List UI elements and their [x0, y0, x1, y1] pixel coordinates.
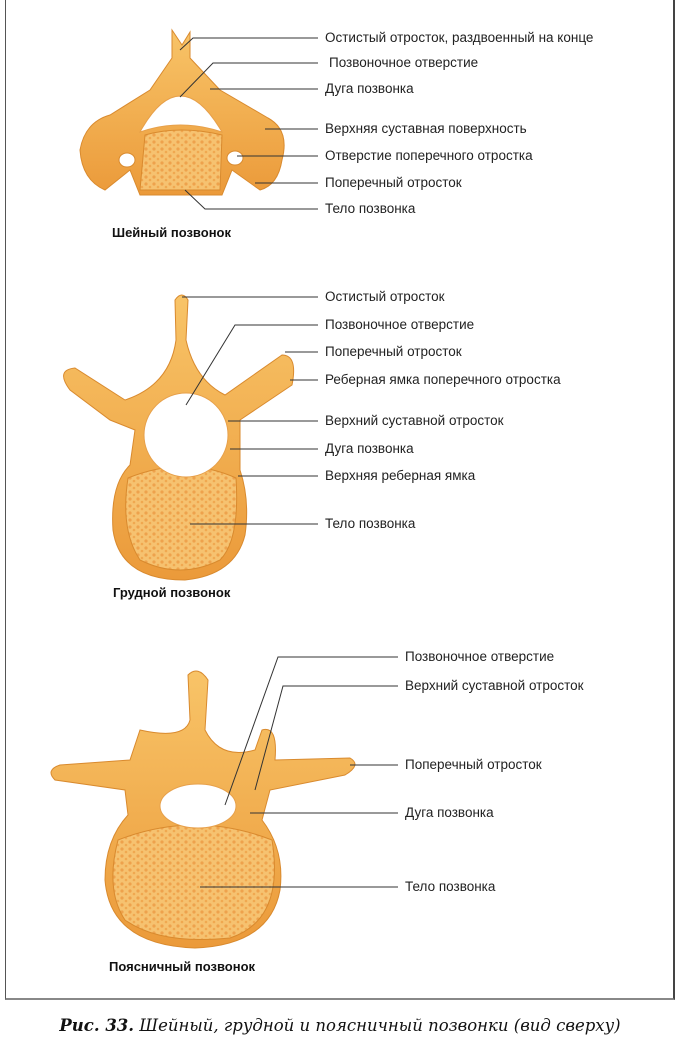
label-vertebral-arch: Дуга позвонка	[325, 441, 414, 456]
label-vertebral-body: Тело позвонка	[325, 201, 416, 216]
lumbar-vertebra	[50, 670, 356, 949]
figure-frame	[5, 0, 675, 1000]
label-vertebral-body: Тело позвонка	[405, 879, 496, 894]
label-spinous-process-bifid: Остистый отросток, раздвоенный на конце	[325, 30, 594, 45]
label-superior-articular-surface: Верхняя суставная поверхность	[325, 121, 527, 136]
cervical-title: Шейный позвонок	[112, 225, 231, 240]
label-transverse-process: Поперечный отросток	[405, 757, 542, 772]
label-spinous-process: Остистый отросток	[325, 289, 445, 304]
leader-lines	[179, 37, 398, 888]
label-vertebral-foramen: Позвоночное отверстие	[329, 55, 479, 70]
label-vertebral-arch: Дуга позвонка	[325, 81, 414, 96]
thoracic-vertebra	[63, 294, 295, 581]
label-vertebral-foramen: Позвоночное отверстие	[405, 649, 555, 664]
label-superior-articular-process: Верхний суставной отросток	[325, 413, 504, 428]
label-vertebral-arch: Дуга позвонка	[405, 805, 494, 820]
label-transverse-foramen: Отверстие поперечного отростка	[325, 148, 533, 163]
label-vertebral-body: Тело позвонка	[325, 516, 416, 531]
label-superior-articular-process: Верхний суставной отросток	[405, 678, 584, 693]
label-transverse-costal-facet: Реберная ямка поперечного отростка	[325, 372, 561, 387]
thoracic-title: Грудной позвонок	[113, 585, 231, 600]
cervical-vertebra	[79, 28, 285, 196]
label-vertebral-foramen: Позвоночное отверстие	[325, 317, 475, 332]
label-transverse-process: Поперечный отросток	[325, 344, 462, 359]
figure-caption-text: Шейный, грудной и поясничный позвонки (в…	[139, 1016, 621, 1035]
label-superior-costal-facet: Верхняя реберная ямка	[325, 468, 476, 483]
figure-number: Рис. 33.	[59, 1016, 135, 1035]
label-transverse-process: Поперечный отросток	[325, 175, 462, 190]
figure-caption: Рис. 33. Шейный, грудной и поясничный по…	[0, 1016, 680, 1035]
lumbar-title: Поясничный позвонок	[109, 959, 256, 974]
